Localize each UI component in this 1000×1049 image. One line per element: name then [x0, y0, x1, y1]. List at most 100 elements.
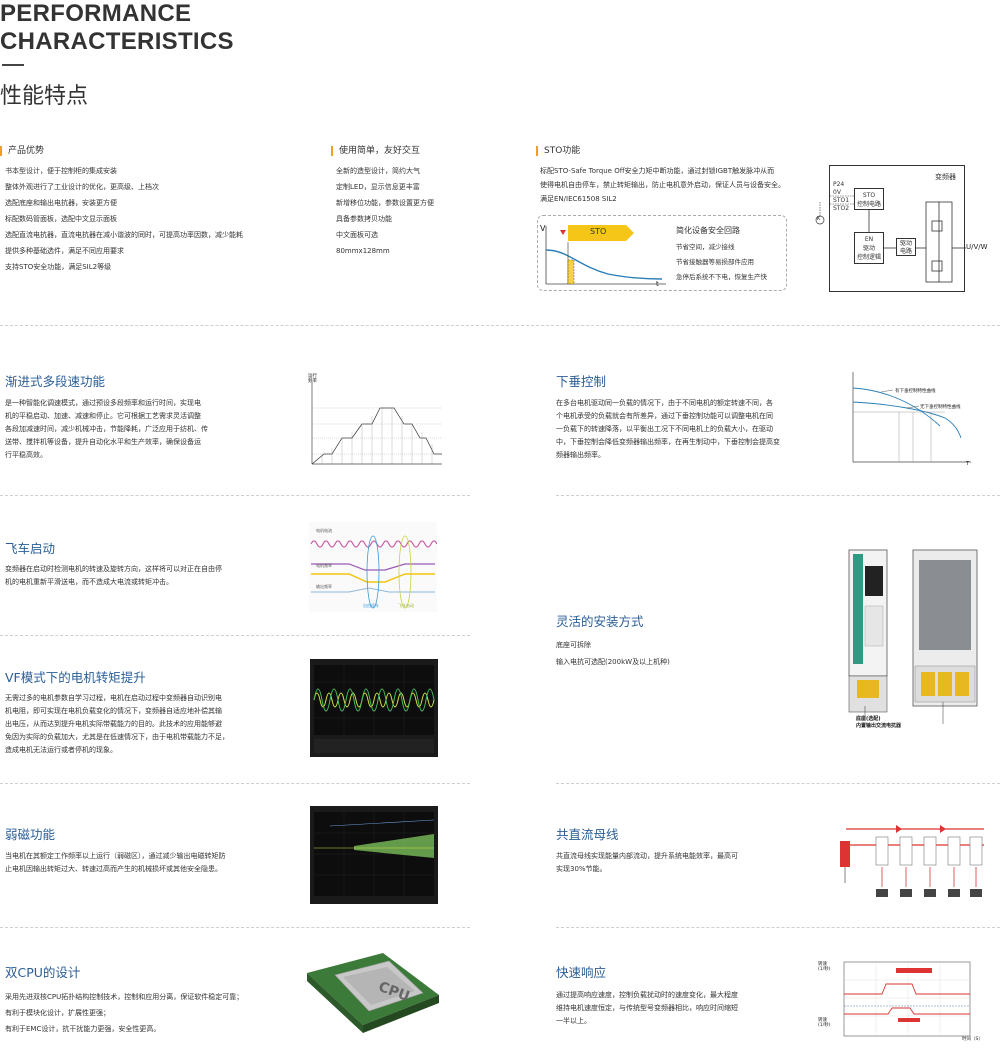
text-line: 底座可拆除	[556, 641, 591, 649]
multispeed-axis-label: 运行频率	[308, 374, 317, 384]
mounting-caption-reactor: 内置输出交流电抗器	[856, 723, 902, 729]
text-line: 无需过多的电机参数自学习过程，电机在启动过程中变频器自动识别电	[5, 694, 222, 702]
flying-start-waveform	[309, 522, 437, 612]
list-item: 全新的造型设计，简约大气	[336, 167, 420, 175]
advantages-heading: 产品优势	[0, 146, 44, 156]
sto-control-circuit-box: STO 控制电路	[854, 188, 884, 210]
wave-label: 输出频率	[316, 584, 332, 589]
droop-curve-with-label: 有下垂控制特性曲线	[895, 389, 936, 394]
list-item: 支持STO安全功能，满足SIL2等级	[5, 263, 112, 271]
flux-weaken-oscilloscope	[310, 806, 438, 904]
vf-torque-oscilloscope	[310, 659, 438, 757]
sto-description: 标配STO-Safe Torque Off安全力矩中断功能，通过封锁IGBT触发…	[540, 164, 820, 206]
text-line: 共直流母线实现能量内部流动，提升系统电能效率，最高可	[556, 852, 738, 860]
title-en-line2: CHARACTERISTICS	[0, 28, 234, 55]
multispeed-title: 渐进式多段速功能	[5, 374, 106, 389]
title-divider	[2, 64, 24, 66]
fast-response-description: 通过提高响应速度，控制负载扰动时的速度变化，最大程度 维持电机速度恒定，与传统型…	[556, 989, 806, 1028]
wave-label: 电机电流	[316, 528, 332, 533]
text-line: 有利于模块化设计，扩展性更强；	[5, 1009, 110, 1017]
text-line: 标配STO-Safe Torque Off安全力矩中断功能，通过封锁IGBT触发…	[540, 167, 775, 175]
text-line: 各段加减速时间，减少机械冲击，节能降耗，广泛应用于纺机、传	[5, 425, 208, 433]
box-line: 控制逻辑	[856, 254, 881, 261]
dc-bus-title: 共直流母线	[556, 827, 619, 842]
fast-response-y2: 转速 (1/秒)	[818, 1018, 830, 1028]
flying-legend-2: 飞车启动	[398, 603, 414, 608]
flying-start-description: 变频器在启动时检测电机的转速及旋转方向，这样将可以对正在自由停 机的电机重新平滑…	[5, 563, 255, 589]
mounting-title: 灵活的安装方式	[556, 614, 644, 629]
list-item: 节省接触器等易损部件应用	[676, 258, 754, 266]
switch-icon	[815, 202, 825, 225]
text-line: 个电机承受的负载就会有所差异，通过下垂控制功能可以调整电机在同	[556, 412, 773, 420]
divider	[0, 325, 1000, 326]
axis-v-label: V	[540, 224, 546, 233]
page-title-cn: 性能特点	[0, 84, 89, 109]
list-item: 选配直流电抗器，直流电抗器在减小谐波的同时，可提高功率因数，减少能耗	[5, 231, 243, 239]
text-line: 采用先进双核CPU拓扑结构控制技术，控制和应用分离，保证软件稳定可靠；	[5, 993, 244, 1001]
text-line: 维持电机速度恒定，与传统型号变频器相比，响应时间缩短	[556, 1004, 738, 1012]
text-line: 行平稳高效。	[5, 451, 47, 459]
divider	[556, 783, 1000, 784]
list-item: 整体外观进行了工业设计的优化，更高级、上档次	[5, 183, 159, 191]
text-line: 送带、搅拌机等设备，提升自动化水平和生产效率，确保设备运	[5, 438, 201, 446]
text-line: 是一种智能化调速模式，通过预设多段频率和运行时间，实现电	[5, 399, 201, 407]
easy-use-list: 全新的造型设计，简约大气 定制LED，显示信息更丰富 新增移位功能，参数设置更方…	[336, 163, 516, 259]
flux-weaken-description: 当电机在其额定工作频率以上运行（弱磁区），通过减少输出电磁转矩防 止电机因输出转…	[5, 850, 255, 876]
sto-block-diagram: 变频器 P24 0V STO1 STO2 STO 控制电路 EN 驱动 控制逻辑…	[829, 165, 966, 292]
dual-cpu-description: 采用先进双核CPU拓扑结构控制技术，控制和应用分离，保证软件稳定可靠； 有利于模…	[5, 989, 275, 1037]
box-line: 驱动	[862, 245, 875, 252]
droop-chart	[852, 372, 971, 463]
sto1-label: STO1	[833, 197, 850, 204]
cpu-chip-image	[307, 953, 439, 1033]
output-label: U/V/W	[966, 243, 988, 251]
divider	[556, 495, 1000, 496]
sto-heading: STO功能	[536, 146, 580, 156]
text-line: 频器输出频率。	[556, 451, 605, 459]
wave-label: 电机频率	[316, 563, 332, 568]
sto-panel-title: 简化设备安全回路	[676, 226, 740, 235]
igbt-bridge-icon	[830, 195, 966, 283]
easy-use-heading: 使用简单，友好交互	[331, 146, 420, 156]
box-line: EN	[864, 236, 874, 243]
text-line: 机的平稳启动、加速、减速和停止。它可根据工艺需求灵活调整	[5, 412, 201, 420]
divider	[0, 495, 470, 496]
switch-k-label: K	[817, 216, 821, 222]
flying-start-title: 飞车启动	[5, 541, 56, 556]
text-line: 当电机在其额定工作频率以上运行（弱磁区），通过减少输出电磁转矩防	[5, 852, 226, 860]
0v-label: 0V	[833, 189, 841, 196]
list-item: 新增移位功能，参数设置更方便	[336, 199, 434, 207]
sto-safety-panel: V t STO 简化设备安全回路 节省空间，减少接线 节省接触器等易损部件应用 …	[537, 215, 787, 291]
flying-legend-1: 自由停车	[363, 603, 379, 608]
mounting-description: 底座可拆除 输入电抗可选配(200kW及以上机种)	[556, 637, 806, 671]
list-item: 具备参数拷贝功能	[336, 215, 392, 223]
text-line: 一负载下的转速降落，以平衡出工况下不同电机上的负载大小，在驱动	[556, 425, 773, 433]
droop-description: 在多台电机驱动同一负载的情况下，由于不同电机的额定转速不同，各 个电机承受的负载…	[556, 397, 806, 462]
divider	[556, 927, 1000, 928]
text-line: 中，下垂控制会降低变频器输出频率，在再生制动中，下垂控制会提高变	[556, 438, 780, 446]
title-en-line1: PERFORMANCE	[0, 0, 192, 27]
droop-title: 下垂控制	[556, 374, 607, 389]
text-line: 有利于EMC设计，抗干扰能力更强，安全性更高。	[5, 1025, 161, 1033]
vf-torque-description: 无需过多的电机参数自学习过程，电机在启动过程中变频器自动识别电 机电阻，即可实现…	[5, 692, 265, 757]
text-line: 通过提高响应速度，控制负载扰动时的速度变化，最大程度	[556, 991, 738, 999]
sto2-label: STO2	[833, 205, 850, 212]
axis-label: (1/秒)	[818, 967, 831, 972]
fast-response-x-label: 时间（S）	[962, 1037, 983, 1042]
axis-label: (1/秒)	[818, 1023, 831, 1028]
advantages-list: 书本型设计，便于控制柜的集成安装 整体外观进行了工业设计的优化，更高级、上档次 …	[5, 163, 305, 275]
text-line: 变频器在启动时检测电机的转速及旋转方向，这样将可以对正在自由停	[5, 565, 222, 573]
vf-torque-title: VF模式下的电机转矩提升	[5, 670, 146, 685]
flux-weaken-title: 弱磁功能	[5, 827, 56, 842]
p24-label: P24	[833, 181, 845, 188]
droop-curve-without-label: 无下垂控制特性曲线	[920, 405, 961, 410]
box-line: STO	[862, 192, 876, 199]
text-line: 输入电抗可选配(200kW及以上机种)	[556, 658, 670, 666]
dual-cpu-title: 双CPU的设计	[5, 965, 81, 980]
text-line: 机的电机重新平滑送电，而不造成大电流或转矩冲击。	[5, 578, 173, 586]
diagram-title: 变频器	[935, 173, 956, 181]
text-line: 一半以上。	[556, 1017, 591, 1025]
drive-circuit-box: 驱动 电路	[896, 238, 916, 256]
box-line: 控制电路	[856, 201, 881, 208]
divider	[0, 635, 470, 636]
text-line: 机电阻，即可实现在电机负载变化的情况下，变频器自适应地补偿其输	[5, 707, 222, 715]
